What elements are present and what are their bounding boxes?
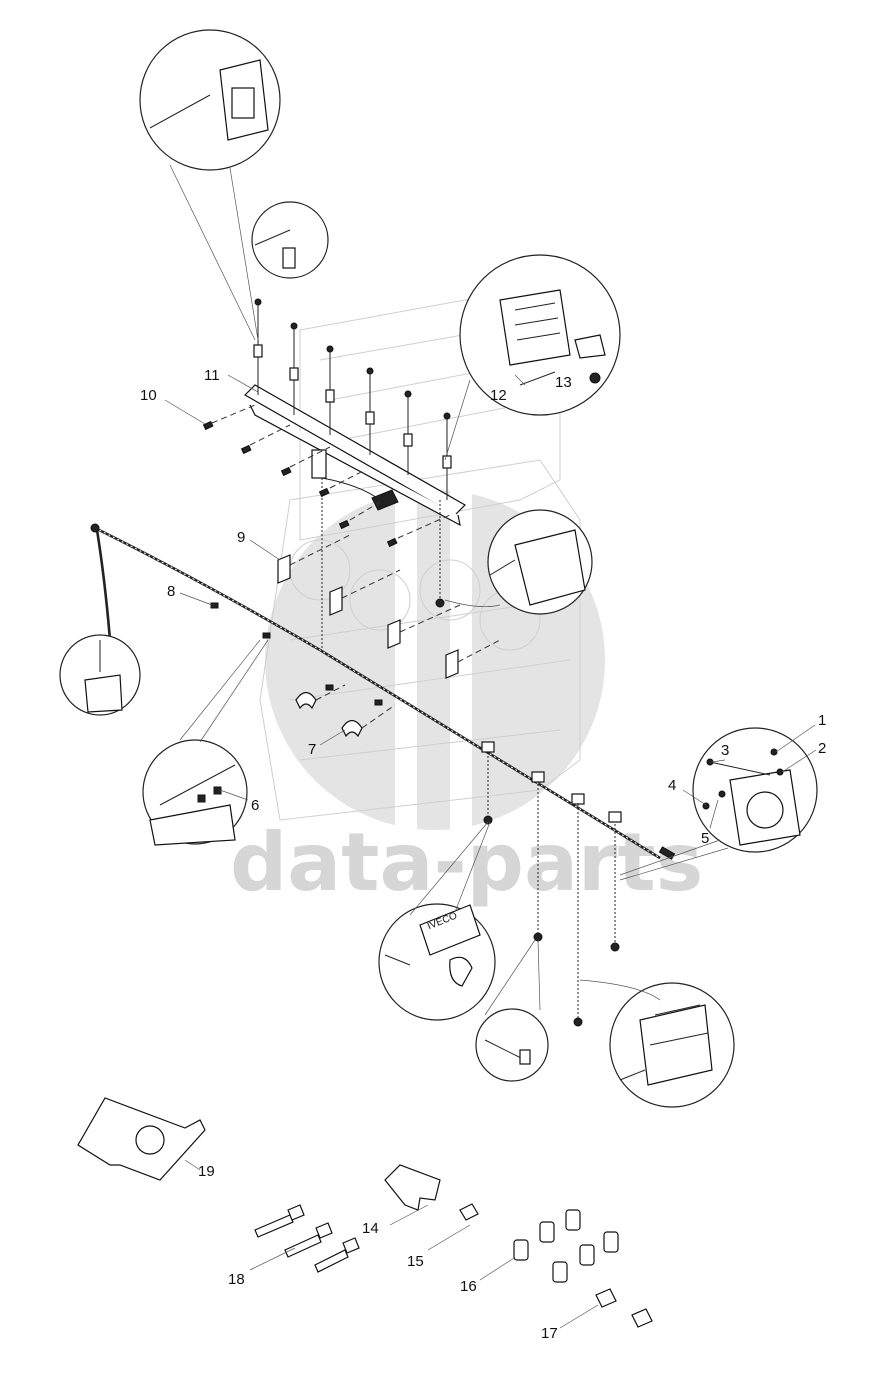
callout-4: 4 [668, 777, 676, 794]
callout-2: 2 [818, 740, 826, 757]
callout-7: 7 [308, 741, 316, 758]
callout-labels: 1 2 3 4 5 6 7 8 9 10 11 12 13 14 15 16 1… [140, 367, 826, 1342]
callout-11: 11 [204, 367, 220, 384]
bracket-14 [384, 1164, 441, 1226]
callout-18: 18 [228, 1271, 245, 1288]
detail-injection-pump [579, 979, 735, 1108]
main-wiring-harness [90, 523, 676, 1027]
callout-1: 1 [818, 712, 826, 729]
callout-16: 16 [460, 1278, 477, 1295]
callout-6: 6 [251, 797, 259, 814]
detail-bracket-6 [142, 639, 269, 846]
screws-17 [559, 1288, 653, 1329]
callout-12: 12 [490, 387, 507, 404]
bolts-18 [249, 1204, 360, 1273]
callout-19: 19 [198, 1163, 215, 1180]
callout-17: 17 [541, 1325, 558, 1342]
spacers-16 [479, 1209, 619, 1283]
detail-small-sensor [475, 939, 549, 1082]
detail-top-sensor [139, 29, 329, 341]
callout-13: 13 [555, 374, 572, 391]
callout-14: 14 [362, 1220, 379, 1237]
detail-throttle [619, 727, 818, 881]
clamps-7 [295, 684, 396, 738]
callout-9: 9 [237, 529, 245, 546]
detail-left-sensor [59, 634, 141, 716]
callout-10: 10 [140, 387, 157, 404]
detail-ecu [444, 254, 621, 461]
plate-19 [77, 1097, 206, 1181]
callout-3: 3 [721, 742, 729, 759]
screws-10 [202, 404, 451, 548]
leader-lines [164, 374, 817, 829]
detail-pump-right [444, 509, 593, 615]
callout-15: 15 [407, 1253, 424, 1270]
bolt-15 [427, 1203, 479, 1251]
screws-8 [210, 602, 271, 639]
callout-8: 8 [167, 583, 175, 600]
brackets-9 [277, 534, 501, 679]
watermark: data-parts [230, 470, 703, 909]
watermark-text: data-parts [230, 816, 703, 909]
injector-harness-frame [244, 298, 466, 650]
detail-iveco-sensor: IVECO [378, 821, 496, 1021]
callout-5: 5 [701, 830, 709, 847]
